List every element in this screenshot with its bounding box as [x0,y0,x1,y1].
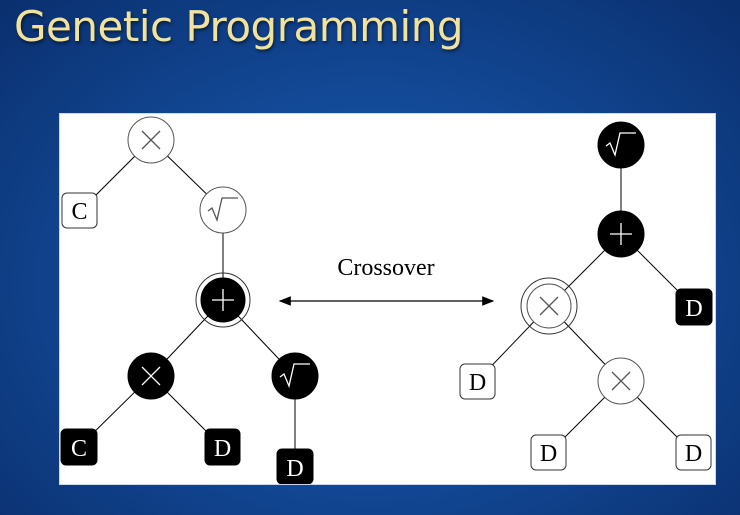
svg-text:D: D [685,441,702,467]
right-leaf-d-bottom-right: D [675,434,712,471]
left-sqrt-node-black [271,352,319,400]
right-root-sqrt-node-black [597,121,645,169]
left-root-times-node: × [127,116,175,164]
right-times-node [597,357,645,405]
crossover-label: Crossover [337,255,434,281]
right-times-node-selected [520,277,578,335]
left-leaf-c: C [61,192,98,229]
svg-text:D: D [214,436,231,462]
svg-text:D: D [286,456,303,482]
svg-text:D: D [685,296,702,322]
right-tree-edges [476,145,694,454]
left-times-node-black [127,352,175,400]
diagram-panel: × C C D D Crossover [59,113,716,485]
right-plus-node-black [597,210,645,258]
left-plus-node-selected [195,272,251,328]
left-sqrt-node [199,186,247,234]
left-leaf-c-black: C [60,428,98,466]
left-leaf-d-black: D [204,428,241,466]
svg-text:D: D [469,370,486,396]
right-leaf-d-black: D [675,288,713,326]
left-leaf-d-black-bottom: D [276,448,314,484]
slide-title: Genetic Programming [14,2,464,51]
svg-text:C: C [71,199,87,225]
right-leaf-d-bottom-left: D [530,434,567,471]
crossover-diagram: × C C D D Crossover [60,116,713,484]
right-leaf-d-left: D [459,363,496,400]
left-tree-edges [78,139,296,467]
svg-text:C: C [71,436,87,462]
svg-text:D: D [540,441,557,467]
